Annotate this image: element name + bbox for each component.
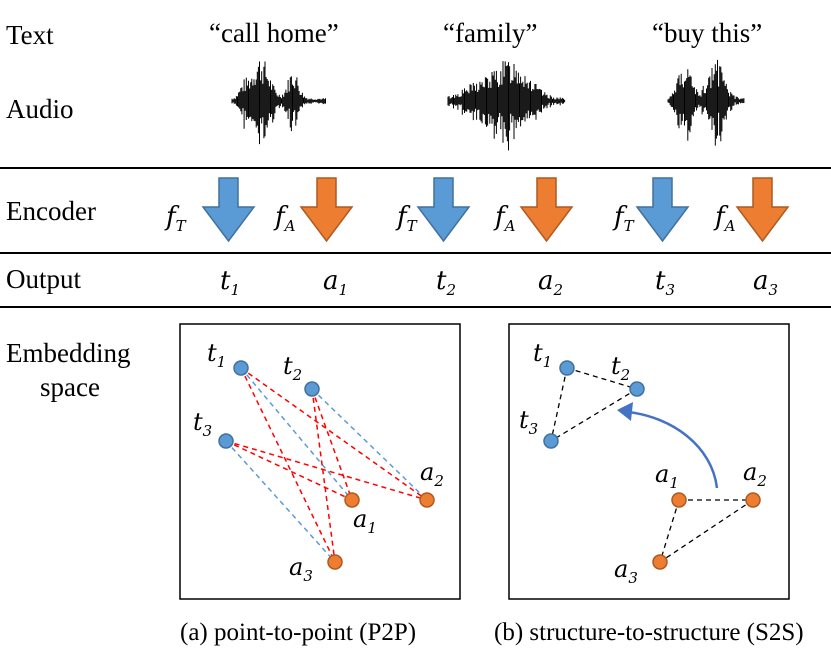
p2p-point-t3 [218,433,234,449]
p2p-line-t2-a3 [311,388,336,563]
s2s-point-labels: t1 t2 t3 a1 a2 a3 [519,339,767,587]
s2s-line-t2-t3 [550,388,638,442]
p2p-label-a1: a1 [353,505,377,537]
divider-after-encoder [0,252,831,254]
s2s-point-t1 [559,360,575,376]
s2s-point-t3 [543,433,559,449]
output-t3: t3 [655,266,675,300]
p2p-points [218,360,435,570]
caption-s2s: (b) structure-to-structure (S2S) [494,619,804,646]
phrase-call-home: “call home” [209,18,339,48]
s2s-point-a2 [745,492,761,508]
p2p-panel [179,323,461,600]
row-label-encoder: Encoder [6,196,96,226]
row-label-output: Output [6,264,82,294]
s2s-label-a2: a2 [743,458,767,490]
p2p-line-t3-a3 [225,440,336,563]
s2s-transfer-arrowhead [617,402,633,421]
phrase-buy-this: “buy this” [652,18,763,48]
p2p-line-t2-a2 [311,388,428,501]
p2p-line-t3-a2 [225,440,428,501]
row-label-text: Text [6,20,54,50]
row-label-embedding: Embedding [6,338,131,368]
p2p-label-t2: t2 [283,352,302,384]
audio-encoder-arrow-3 [735,177,790,243]
s2s-point-t2 [629,381,645,397]
output-a1: a1 [323,266,349,300]
phrase-family: “family” [443,18,538,48]
p2p-point-a1 [344,492,360,508]
row-label-embedding-space: space [40,372,100,402]
p2p-label-a2: a2 [420,458,444,490]
encoder-arrows [201,177,790,243]
s2s-points [543,360,761,570]
p2p-point-a3 [327,554,343,570]
s2s-panel [508,323,790,600]
output-a3: a3 [753,266,779,300]
text-encoder-arrow-1 [201,177,256,243]
waveform-buy-this [667,59,745,146]
s2s-label-t2: t2 [611,352,630,384]
row-label-audio: Audio [6,94,74,124]
s2s-point-a1 [671,492,687,508]
p2p-point-t1 [233,360,249,376]
s2s-label-a1: a1 [655,460,679,492]
p2p-label-a3: a3 [289,553,313,585]
s2s-line-t1-t2 [566,367,638,390]
output-a2: a2 [538,266,564,300]
s2s-transfer-arrow [627,410,719,489]
p2p-line-t3-a1 [225,440,353,501]
encoder-audio-label-3: fA [715,202,736,236]
s2s-line-a2-a3 [659,499,754,563]
p2p-label-t3: t3 [193,408,212,440]
s2s-label-a3: a3 [614,555,638,587]
p2p-point-t2 [304,381,320,397]
caption-p2p: (a) point-to-point (P2P) [180,619,417,646]
waveform-family [447,61,566,151]
encoder-audio-label-2: fA [495,202,516,236]
s2s-label-t1: t1 [533,339,552,371]
encoder-text-label-2: fT [397,202,417,236]
output-t2: t2 [436,266,456,300]
divider-after-output [0,306,831,308]
s2s-line-t1-t3 [550,367,568,442]
encoder-text-label-3: fT [614,202,634,236]
encoder-text-label-1: fT [166,202,186,236]
s2s-line-a1-a3 [659,499,680,563]
waveform-call-home [231,61,326,145]
s2s-point-a3 [652,554,668,570]
audio-encoder-arrow-1 [299,177,354,243]
p2p-label-t1: t1 [207,339,226,371]
p2p-line-t2-a1 [311,388,353,501]
p2p-point-labels: t1 t2 t3 a1 a2 a3 [193,339,444,585]
s2s-structure-lines [550,367,754,563]
s2s-label-t3: t3 [519,406,538,438]
p2p-line-t1-a1 [240,367,353,501]
encoder-audio-label-1: fA [275,202,296,236]
p2p-line-t1-a2 [240,367,428,501]
text-encoder-arrow-2 [416,177,471,243]
p2p-mismatched-lines [225,367,428,563]
audio-encoder-arrow-2 [519,177,574,243]
p2p-matched-lines [225,367,428,563]
output-t1: t1 [220,266,240,300]
text-encoder-arrow-3 [635,177,690,243]
divider-after-audio [0,167,831,169]
p2p-point-a2 [419,492,435,508]
